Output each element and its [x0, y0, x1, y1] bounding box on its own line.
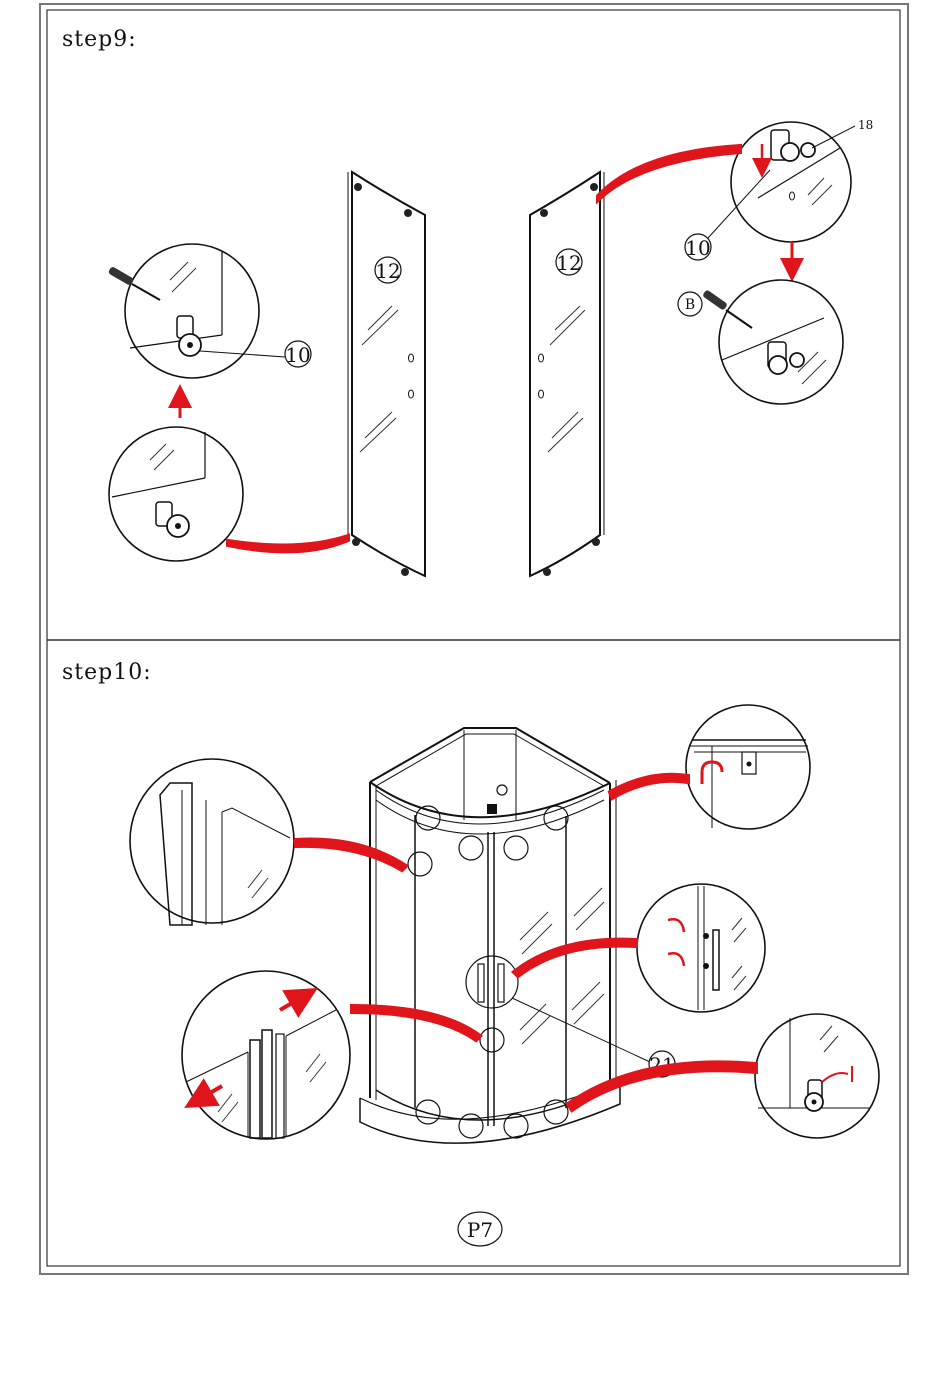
page-label: P7 [467, 1218, 493, 1242]
magnetic-seal-detail [182, 971, 350, 1139]
roller-wheel-icon [769, 356, 787, 374]
leader-swoosh-icon [568, 1062, 756, 1110]
roller-icon [590, 183, 598, 191]
leader-swoosh-icon [296, 840, 406, 870]
roller-wheel-icon [781, 143, 799, 161]
step9-section: step9: 12 [62, 27, 873, 576]
roller-icon [401, 568, 409, 576]
roller-icon [352, 538, 360, 546]
step10-title: step10: [62, 660, 152, 685]
leader-swoosh-icon [514, 940, 636, 976]
door-handle-icon [478, 964, 484, 1002]
frame-profile-detail [130, 759, 294, 925]
top-bar-hook-detail [686, 705, 810, 829]
left-roller-detail [109, 427, 243, 561]
leader-swoosh-icon [352, 1006, 480, 1040]
screw-number: 18 [858, 118, 873, 132]
step9-title: step9: [62, 27, 137, 52]
roller-number-right: 10 [685, 236, 710, 260]
roller-icon [404, 209, 412, 217]
step10-section: step10: [62, 660, 879, 1246]
leader-swoosh-icon [598, 146, 740, 200]
roller-icon [543, 568, 551, 576]
right-roller-install-detail: B [678, 280, 843, 404]
bottom-roller-detail [755, 1014, 879, 1138]
leader-swoosh-icon [228, 536, 348, 551]
screwdriver-callout: B [685, 297, 695, 313]
left-glass-panel: 12 [348, 172, 425, 576]
roller-number-left: 10 [285, 343, 310, 367]
roller-icon [354, 183, 362, 191]
panel-number-right: 12 [556, 251, 581, 275]
leader-swoosh-icon [610, 775, 688, 798]
right-glass-panel: 12 [530, 172, 604, 576]
handle-install-detail [637, 884, 765, 1012]
door-handle-icon [498, 964, 504, 1002]
roller-icon [592, 538, 600, 546]
panel-number-left: 12 [375, 259, 400, 283]
left-roller-install-detail: 10 [108, 244, 311, 378]
right-roller-detail: 18 10 [685, 118, 873, 260]
roller-icon [540, 209, 548, 217]
